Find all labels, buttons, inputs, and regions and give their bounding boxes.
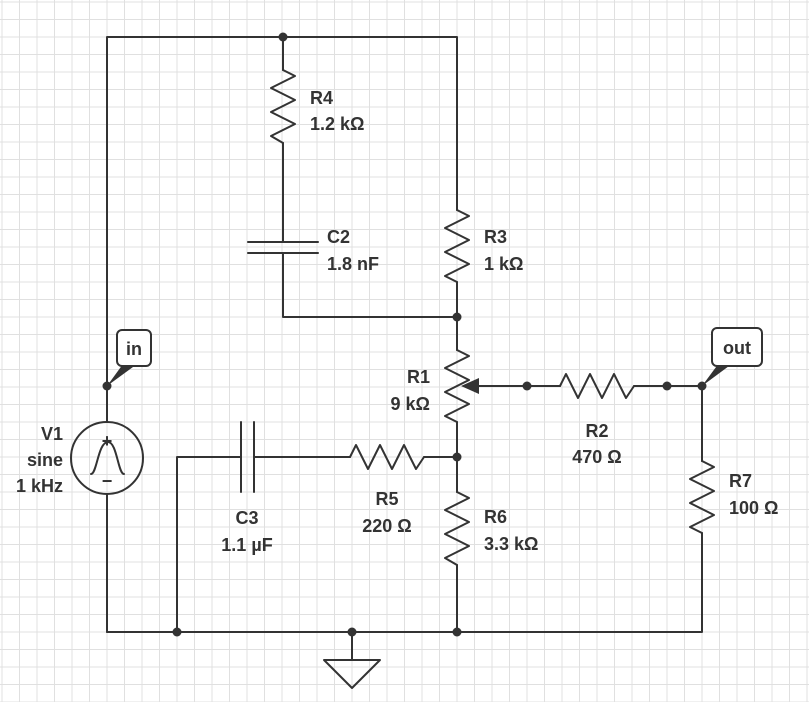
c3-name-label: C3 bbox=[235, 508, 258, 528]
resistor-r6[interactable] bbox=[444, 491, 470, 566]
capacitor-c3[interactable] bbox=[240, 421, 255, 493]
wire-c3-left bbox=[176, 456, 242, 633]
port-tag-out[interactable]: out bbox=[702, 327, 763, 386]
svg-text:out: out bbox=[723, 338, 751, 358]
potentiometer-r1[interactable] bbox=[444, 349, 470, 423]
c2-value-label: 1.8 nF bbox=[327, 254, 379, 274]
sine-wave-icon bbox=[90, 441, 125, 475]
c3-value-label: 1.1 µF bbox=[221, 535, 272, 555]
capacitor-c2[interactable] bbox=[247, 241, 319, 254]
resistor-r4[interactable] bbox=[270, 69, 296, 144]
resistor-r7[interactable] bbox=[689, 460, 715, 534]
wire-c2-node bbox=[282, 252, 458, 318]
port-tag-in[interactable]: in bbox=[107, 329, 152, 386]
r6-value-label: 3.3 kΩ bbox=[484, 534, 538, 554]
r3-name-label: R3 bbox=[484, 227, 507, 247]
voltage-source-v1[interactable]: + − bbox=[70, 421, 144, 495]
r3-value-label: 1 kΩ bbox=[484, 254, 523, 274]
r2-value-label: 470 Ω bbox=[572, 447, 621, 467]
r5-value-label: 220 Ω bbox=[362, 516, 411, 536]
r1-value-label: 9 kΩ bbox=[391, 394, 430, 414]
svg-text:in: in bbox=[126, 339, 142, 359]
r4-name-label: R4 bbox=[310, 88, 333, 108]
r1-name-label: R1 bbox=[407, 367, 430, 387]
r4-value-label: 1.2 kΩ bbox=[310, 114, 364, 134]
v1-type-label: sine bbox=[27, 450, 63, 470]
r6-name-label: R6 bbox=[484, 507, 507, 527]
v1-frequency-label: 1 kHz bbox=[16, 476, 63, 496]
r2-name-label: R2 bbox=[585, 421, 608, 441]
source-plus-sign: + bbox=[102, 431, 113, 451]
resistor-r2[interactable] bbox=[559, 373, 635, 399]
resistor-r5[interactable] bbox=[349, 444, 425, 470]
r7-name-label: R7 bbox=[729, 471, 752, 491]
c2-name-label: C2 bbox=[327, 227, 350, 247]
source-minus-sign: − bbox=[102, 471, 113, 491]
wire-bottom-rail bbox=[106, 532, 703, 633]
r7-value-label: 100 Ω bbox=[729, 498, 778, 518]
resistor-r3[interactable] bbox=[444, 209, 470, 283]
ground-icon bbox=[323, 659, 381, 689]
r5-name-label: R5 bbox=[375, 489, 398, 509]
v1-name-label: V1 bbox=[41, 424, 63, 444]
wiper-arrow-icon bbox=[461, 378, 479, 394]
